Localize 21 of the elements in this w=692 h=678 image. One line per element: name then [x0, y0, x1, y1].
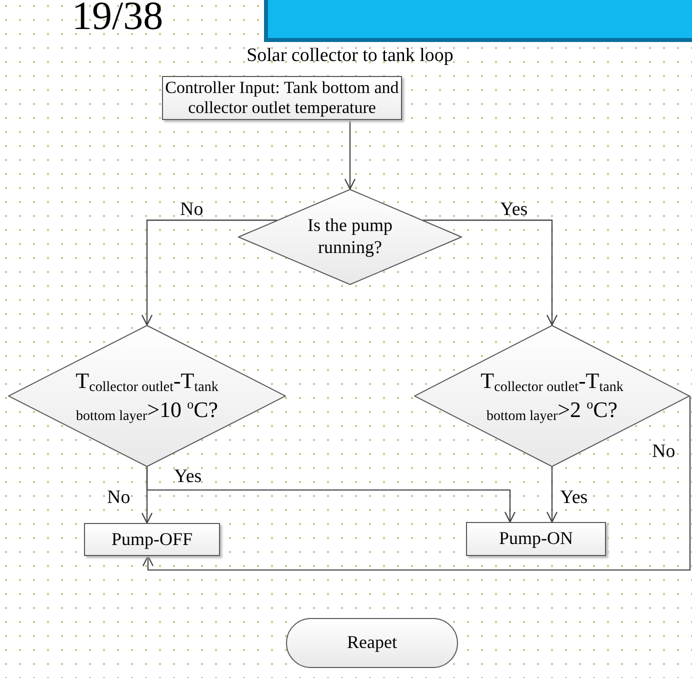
- page-number: 19/38: [72, 0, 164, 36]
- node-text: Controller Input: Tank bottom and collector outlet temperature: [164, 78, 400, 118]
- process-box: [466, 522, 606, 556]
- node-text: Pump-OFF: [111, 528, 193, 550]
- node-text: Pump-ON: [498, 528, 573, 550]
- arrow: [146, 467, 516, 523]
- edge-label: Yes: [174, 466, 202, 488]
- edge-label: Yes: [560, 487, 588, 509]
- arrow: [344, 120, 356, 190]
- diagram-title: Solar collector to tank loop: [246, 45, 454, 67]
- edge-label: No: [180, 199, 204, 221]
- edge-label: No: [652, 441, 676, 463]
- edge-label: Yes: [500, 199, 528, 221]
- process-box: [84, 523, 220, 556]
- node-text: Is the pump running?: [306, 215, 394, 259]
- node-text: Reapet: [347, 632, 397, 654]
- arrow: [546, 467, 558, 523]
- arrow: [422, 220, 558, 326]
- node-text: T$_{collector outlet}$-T$_{tank}$ $_{bottom layer}$>10 $^{o}$C?: [74, 366, 220, 426]
- edge-label: No: [107, 487, 130, 509]
- node-text: T$_{collector outlet}$-T$_{tank}$ $_{bottom layer}$>2 $^{o}$C?: [480, 366, 624, 426]
